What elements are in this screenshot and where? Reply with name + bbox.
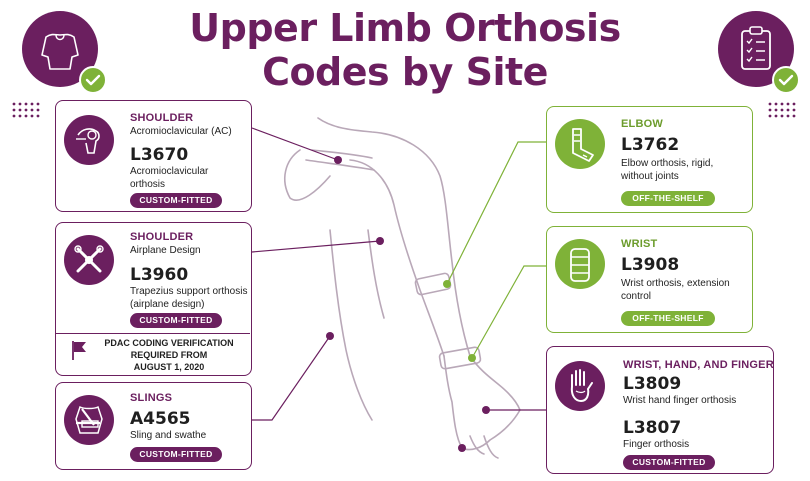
elbow-brace-badge [555,119,605,169]
joint-markers [326,156,490,452]
site-label: SHOULDER [130,112,194,124]
check-icon-right [772,66,800,94]
fit-badge: CUSTOM-FITTED [623,455,715,470]
hand-marker [482,406,490,414]
hcpcs-code: A4565 [130,409,191,429]
site-label: WRIST [621,238,658,250]
site-subtitle: Airplane Design [130,245,201,256]
hcpcs-code: L3960 [130,265,189,285]
wrist-card: WRIST L3908 Wrist orthosis, extension co… [546,226,753,333]
dot-grid-left [12,102,40,118]
dot-grid-right [768,102,796,118]
shoulder-airplane-card: SHOULDER Airplane Design L3960 Trapezius… [55,222,252,376]
card-divider [56,333,250,334]
fit-badge: CUSTOM-FITTED [130,193,222,208]
wrist-brace-icon [570,248,590,282]
hand-badge [555,361,605,411]
pdac-line-3: AUGUST 1, 2020 [133,362,205,372]
finger-marker [458,444,466,452]
code-description-2: Finger orthosis [623,439,690,450]
sling-badge [64,395,114,445]
code-description: Sling and swathe [130,430,207,441]
airplane-brace-badge [64,235,114,285]
slings-card: SLINGS A4565 Sling and swathe CUSTOM-FIT… [55,382,252,470]
code-description-1: Wrist hand finger orthosis [623,395,737,406]
wrist-marker [468,354,476,362]
code-description: Acromioclavicular orthosis [130,166,209,190]
shoulder-joint-badge [64,115,114,165]
hcpcs-code: L3762 [621,135,680,155]
hcpcs-code: L3908 [621,255,680,275]
fit-badge: OFF-THE-SHELF [621,191,715,206]
clipboard-checklist-icon [741,26,771,70]
hcpcs-code: L3670 [130,145,189,165]
site-label: SLINGS [130,392,173,404]
sling-icon [75,405,103,434]
shoulder-joint-icon [76,128,100,154]
code-description: Elbow orthosis, rigid, without joints [621,158,714,182]
site-label: SHOULDER [130,231,194,243]
elbow-card: ELBOW L3762 Elbow orthosis, rigid, witho… [546,106,753,213]
hcpcs-code-1: L3809 [623,374,682,394]
hcpcs-code-2: L3807 [623,418,682,438]
code-description: Trapezius support orthosis (airplane des… [130,286,248,310]
wrist-hand-finger-card: WRIST, HAND, AND FINGER L3809 Wrist hand… [546,346,774,474]
fit-badge: CUSTOM-FITTED [130,447,222,462]
wrist-brace-badge [555,239,605,289]
pdac-line-1: PDAC CODING VERIFICATION [104,338,234,348]
torso-icon [41,33,79,70]
shoulder-ac-marker [334,156,342,164]
code-description: Wrist orthosis, extension control [621,278,730,302]
shoulder-marker [376,237,384,245]
fit-badge: CUSTOM-FITTED [130,313,222,328]
fit-badge: OFF-THE-SHELF [621,311,715,326]
shoulder-ac-card: SHOULDER Acromioclavicular (AC) L3670 Ac… [55,100,252,212]
elbow-brace-icon [572,128,594,162]
elbow-marker [443,280,451,288]
site-label: WRIST, HAND, AND FINGER [623,359,774,371]
page-title: Upper Limb Orthosis Codes by Site [189,6,621,94]
site-subtitle: Acromioclavicular (AC) [130,126,232,137]
pdac-line-2: REQUIRED FROM [130,350,208,360]
arm-outline [284,117,521,459]
site-label: ELBOW [621,118,663,130]
airplane-brace-icon [74,245,104,273]
check-icon-left [79,66,107,94]
flag-icon [72,341,86,360]
torso-marker [326,332,334,340]
hand-icon [570,369,593,403]
connector-lines [251,127,546,421]
